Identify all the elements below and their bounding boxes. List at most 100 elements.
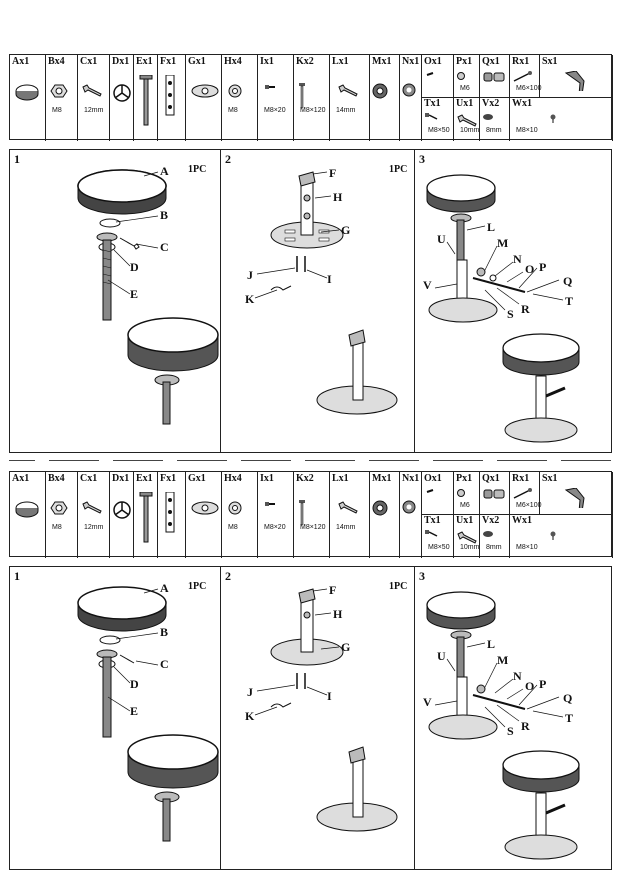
part-spec: M8×10	[516, 544, 538, 551]
part-cell: Nx1	[400, 472, 422, 558]
part-spec: 8mm	[486, 127, 502, 134]
part-code: Fx1	[160, 473, 177, 484]
part-code: Dx1	[112, 56, 130, 67]
part-spec: M8×120	[300, 107, 326, 114]
callout-label: A	[160, 164, 169, 178]
part-code: Lx1	[332, 56, 349, 67]
wrench-icon	[457, 114, 477, 127]
step-1-drawing	[77, 169, 219, 425]
part-code: Cx1	[80, 56, 98, 67]
part-code: Kx2	[296, 473, 314, 484]
bolt-icon	[425, 113, 438, 120]
callout-label: V	[423, 278, 432, 292]
callout-label: L	[487, 220, 496, 234]
step-2-panel: 2 1PC F H G J I K	[220, 150, 414, 452]
callout-label: G	[341, 223, 351, 237]
hex-nut-icon	[50, 501, 68, 515]
callout-label: I	[327, 272, 332, 286]
part-cell: Mx1	[370, 472, 400, 558]
screw-icon	[550, 531, 555, 540]
part-spec: M8×50	[428, 544, 450, 551]
part-code: Nx1	[402, 473, 420, 484]
callout-label: F	[329, 166, 337, 180]
step-quantity: 1PC	[389, 581, 408, 592]
part-code: Tx1	[424, 98, 441, 109]
part-code: Mx1	[372, 56, 392, 67]
part-cell: Vx2 8mm	[480, 97, 510, 141]
callout-label: P	[539, 260, 547, 274]
part-code: Bx4	[48, 473, 65, 484]
callout-label: D	[130, 677, 139, 691]
part-code: Ix1	[260, 56, 274, 67]
callout-label: R	[521, 302, 530, 316]
part-spec: M8×20	[264, 524, 286, 531]
part-code: Nx1	[402, 56, 420, 67]
part-spec: 14mm	[336, 524, 356, 531]
bearing-icon	[372, 83, 388, 99]
part-spec: 12mm	[84, 107, 104, 114]
part-cell: Ax1	[10, 55, 46, 141]
part-code: Qx1	[482, 473, 500, 484]
part-code: Ax1	[12, 473, 30, 484]
lock-nut-icon	[402, 500, 416, 514]
part-cell: Sx1	[540, 55, 613, 97]
part-code: Sx1	[542, 473, 558, 484]
part-code: Hx4	[224, 473, 242, 484]
step-1-drawing	[77, 586, 219, 842]
step-number: 2	[225, 569, 231, 583]
small-bolt-icon	[265, 502, 275, 506]
callout-label: S	[507, 307, 514, 321]
seat-cushion-icon	[15, 501, 39, 518]
callout-label: Q	[563, 274, 573, 288]
washer-nut-icon	[228, 501, 242, 515]
step-2-drawing	[254, 171, 398, 415]
callout-label: O	[525, 262, 535, 276]
callout-label: B	[160, 208, 169, 222]
part-code: Vx2	[482, 515, 500, 526]
part-code: Hx4	[224, 56, 242, 67]
part-cell: Ox1	[422, 472, 454, 514]
part-cell: Ox1	[422, 55, 454, 97]
bracket-icon	[165, 75, 175, 116]
part-code: Rx1	[512, 56, 530, 67]
callout-label: I	[327, 689, 332, 703]
part-spec: M8×50	[428, 127, 450, 134]
callout-label: A	[160, 581, 169, 595]
part-code: Ax1	[12, 56, 30, 67]
bracket-icon	[165, 492, 175, 533]
part-code: Wx1	[512, 515, 532, 526]
nut-icon	[457, 489, 465, 497]
part-code: Vx2	[482, 98, 500, 109]
part-cell: Ex1	[134, 472, 158, 558]
base-flange-icon	[191, 84, 219, 98]
part-spec: 10mm	[460, 127, 480, 134]
wrench-icon	[457, 531, 477, 544]
part-cell: Mx1	[370, 55, 400, 141]
long-bolt-icon	[299, 83, 305, 109]
long-bolt-icon	[299, 500, 305, 526]
part-cell: Gx1	[186, 472, 222, 558]
step-3-panel: 3 L U M N O P Q V S R T	[414, 567, 613, 869]
part-code: Tx1	[424, 515, 441, 526]
step-1-panel: 1 1PC A B C D E	[10, 150, 220, 452]
bearing-icon	[372, 500, 388, 516]
part-spec: M8×20	[264, 107, 286, 114]
handle-grip-icon	[483, 72, 505, 82]
callout-label: K	[245, 709, 255, 723]
part-code: Gx1	[188, 56, 206, 67]
part-spec: M8	[52, 524, 62, 531]
bolt-icon	[425, 530, 438, 537]
part-cell: Nx1	[400, 55, 422, 141]
callout-label: J	[247, 685, 253, 699]
step-number: 1	[14, 569, 20, 583]
part-spec: M8	[228, 107, 238, 114]
threaded-rod-icon	[139, 492, 153, 543]
step-number: 1	[14, 152, 20, 166]
